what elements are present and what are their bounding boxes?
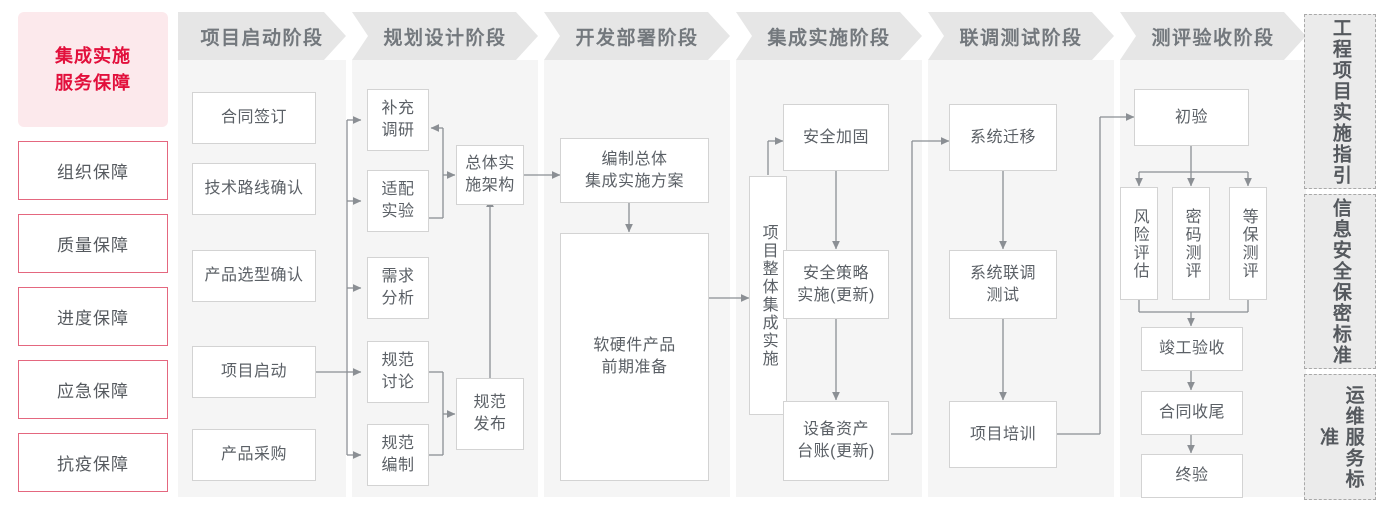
rail-item-organization[interactable]: 组织保障	[18, 141, 168, 200]
node-system-joint-debug-test[interactable]: 系统联调测试	[949, 250, 1057, 319]
node-security-policy-implementation[interactable]: 安全策略实施(更新)	[783, 250, 889, 319]
rail-title-line1: 集成实施	[55, 46, 131, 67]
standard-label: 运维服务标准	[1317, 384, 1364, 490]
node-label: 初验	[1174, 108, 1208, 126]
node-spec-discussion[interactable]: 规范讨论	[367, 341, 429, 403]
node-label: 密码测评	[1182, 207, 1200, 280]
node-overall-implementation-architecture[interactable]: 总体实施架构	[456, 145, 524, 205]
node-label: 设备资产台账(更新)	[797, 421, 875, 460]
node-supplementary-research[interactable]: 补充调研	[367, 89, 429, 151]
rail-item-label: 质量保障	[57, 236, 129, 255]
node-label: 竣工验收	[1158, 340, 1225, 358]
node-label: 适配实验	[381, 181, 415, 220]
rail-item-label: 进度保障	[57, 309, 129, 328]
phase-title: 项目启动阶段	[200, 27, 324, 49]
standard-label: 工程项目实施指引	[1329, 17, 1351, 186]
node-equipment-asset-ledger[interactable]: 设备资产台账(更新)	[783, 401, 889, 481]
node-draft-overall-integration-plan[interactable]: 编制总体集成实施方案	[560, 138, 709, 203]
node-project-training[interactable]: 项目培训	[949, 401, 1057, 468]
phase-title: 测评验收阶段	[1151, 27, 1275, 49]
node-label: 产品选型确认	[204, 267, 304, 285]
standard-label: 信息安全保密标准	[1329, 197, 1351, 366]
phase-header: 开发部署阶段	[544, 12, 730, 60]
node-final-acceptance[interactable]: 终验	[1141, 454, 1243, 498]
node-label: 补充调研	[381, 100, 415, 139]
node-tech-route-confirm[interactable]: 技术路线确认	[192, 163, 316, 215]
node-label: 产品采购	[220, 446, 287, 464]
phase-header: 规划设计阶段	[352, 12, 538, 60]
node-requirement-analysis[interactable]: 需求分析	[367, 257, 429, 319]
phase-header: 集成实施阶段	[736, 12, 922, 60]
node-contract-closure[interactable]: 合同收尾	[1141, 391, 1243, 435]
node-label: 项目整体集成实施	[759, 223, 777, 368]
node-completion-acceptance[interactable]: 竣工验收	[1141, 327, 1243, 371]
phase-title: 集成实施阶段	[767, 27, 891, 49]
node-label: 风险评估	[1130, 207, 1148, 280]
node-label: 编制总体集成实施方案	[584, 150, 684, 190]
node-label: 规范讨论	[381, 352, 415, 391]
node-adaptation-experiment[interactable]: 适配实验	[367, 170, 429, 232]
node-system-migration[interactable]: 系统迁移	[949, 104, 1057, 171]
node-label: 合同签订	[220, 109, 287, 127]
rail-item-epidemic[interactable]: 抗疫保障	[18, 433, 168, 492]
node-hardware-software-preparation[interactable]: 软硬件产品前期准备	[560, 233, 709, 481]
node-label: 项目启动	[220, 363, 287, 381]
standard-engineering-project-guideline[interactable]: 工程项目实施指引	[1304, 14, 1376, 189]
node-contract-signing[interactable]: 合同签订	[192, 92, 316, 144]
node-label: 等保测评	[1239, 207, 1257, 280]
standard-operation-maintenance-service[interactable]: 运维服务标准	[1304, 374, 1376, 500]
phase-title: 联调测试阶段	[959, 27, 1083, 49]
phase-title: 开发部署阶段	[575, 27, 699, 49]
node-label: 合同收尾	[1158, 404, 1225, 422]
node-product-procurement[interactable]: 产品采购	[192, 429, 316, 481]
node-overall-project-integration[interactable]: 项目整体集成实施	[749, 176, 787, 415]
node-security-hardening[interactable]: 安全加固	[783, 104, 889, 171]
node-label: 安全加固	[802, 128, 869, 146]
node-label: 系统联调测试	[969, 264, 1036, 304]
node-label: 规范编制	[381, 435, 415, 474]
rail-title-card: 集成实施 服务保障	[18, 12, 168, 127]
guarantee-rail: 集成实施 服务保障 组织保障 质量保障 进度保障 应急保障 抗疫保障	[18, 12, 168, 492]
node-project-kickoff[interactable]: 项目启动	[192, 346, 316, 398]
phase-header: 联调测试阶段	[928, 12, 1114, 60]
node-label: 需求分析	[381, 268, 415, 307]
rail-item-quality[interactable]: 质量保障	[18, 214, 168, 273]
rail-item-emergency[interactable]: 应急保障	[18, 360, 168, 419]
phase-header: 测评验收阶段	[1120, 12, 1306, 60]
node-cryptography-evaluation[interactable]: 密码测评	[1172, 187, 1210, 300]
node-product-selection-confirm[interactable]: 产品选型确认	[192, 250, 316, 302]
node-spec-drafting[interactable]: 规范编制	[367, 424, 429, 486]
node-label: 终验	[1175, 467, 1209, 485]
node-label: 项目培训	[969, 425, 1036, 443]
rail-item-label: 应急保障	[57, 382, 129, 401]
rail-item-label: 抗疫保障	[57, 455, 129, 474]
phase-title: 规划设计阶段	[383, 27, 507, 49]
phase-header: 项目启动阶段	[178, 12, 346, 60]
node-label: 软硬件产品前期准备	[593, 337, 676, 376]
rail-item-schedule[interactable]: 进度保障	[18, 287, 168, 346]
rail-item-label: 组织保障	[57, 163, 129, 182]
node-risk-assessment[interactable]: 风险评估	[1120, 187, 1158, 300]
node-spec-release[interactable]: 规范发布	[456, 378, 524, 450]
standard-information-security-confidentiality[interactable]: 信息安全保密标准	[1304, 194, 1376, 369]
node-label: 技术路线确认	[204, 180, 304, 198]
node-label: 规范发布	[473, 394, 507, 433]
rail-title-line2: 服务保障	[55, 72, 131, 93]
node-label: 系统迁移	[969, 128, 1036, 146]
node-preliminary-acceptance[interactable]: 初验	[1134, 89, 1249, 146]
node-classified-protection-evaluation[interactable]: 等保测评	[1229, 187, 1267, 300]
node-label: 总体实施架构	[465, 155, 515, 194]
node-label: 安全策略实施(更新)	[797, 264, 875, 304]
